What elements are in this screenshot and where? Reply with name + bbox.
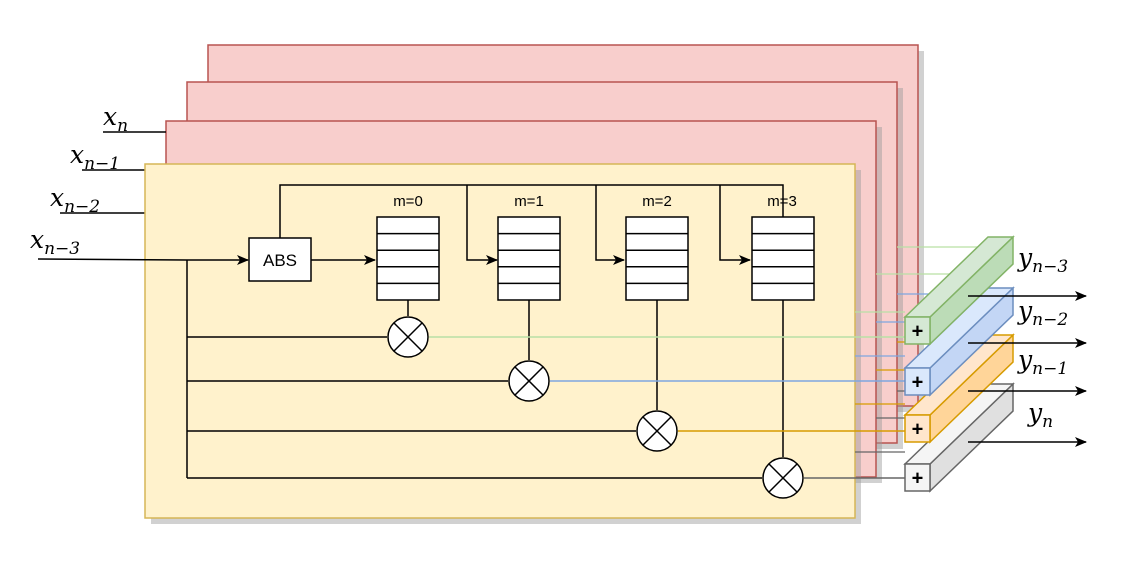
input-label-x-n-1: xn−1: [70, 140, 120, 174]
adder-bar-blue: +: [903, 286, 1015, 397]
buffer-label-m0: m=0: [393, 193, 423, 210]
buffer-m0: [376, 216, 440, 301]
multiplier-icon: [636, 410, 678, 452]
buffer-m2: [625, 216, 689, 301]
adder-icon: +: [912, 419, 924, 441]
output-label-y-n: yn: [1027, 398, 1053, 432]
adder-icon: +: [912, 321, 924, 343]
multiplier-icon: [762, 457, 804, 499]
input-lines: [60, 131, 166, 214]
adder-bar-orange: +: [903, 333, 1015, 444]
abs-block: ABS: [248, 237, 312, 282]
input-label-x-n-3: xn−3: [30, 225, 80, 259]
adder-icon: +: [912, 468, 924, 490]
adder-icon: +: [912, 372, 924, 394]
input-label-x-n: xn: [103, 102, 128, 136]
output-arrows: [968, 291, 1087, 447]
output-label-y-n-3: yn−3: [1017, 243, 1068, 277]
buffer-m1: [497, 216, 561, 301]
buffer-label-m2: m=2: [642, 193, 672, 210]
multiplier-icon: [387, 316, 429, 358]
output-label-y-n-2: yn−2: [1017, 296, 1068, 330]
output-label-y-n-1: yn−1: [1017, 345, 1068, 379]
buffer-m3: [751, 216, 815, 301]
adder-bar-green: +: [903, 235, 1015, 346]
abs-label: ABS: [263, 251, 297, 270]
input-label-x-n-2: xn−2: [50, 183, 100, 217]
buffer-label-m1: m=1: [514, 193, 544, 210]
buffer-label-m3: m=3: [767, 193, 797, 210]
multiplier-icon: [508, 360, 550, 402]
